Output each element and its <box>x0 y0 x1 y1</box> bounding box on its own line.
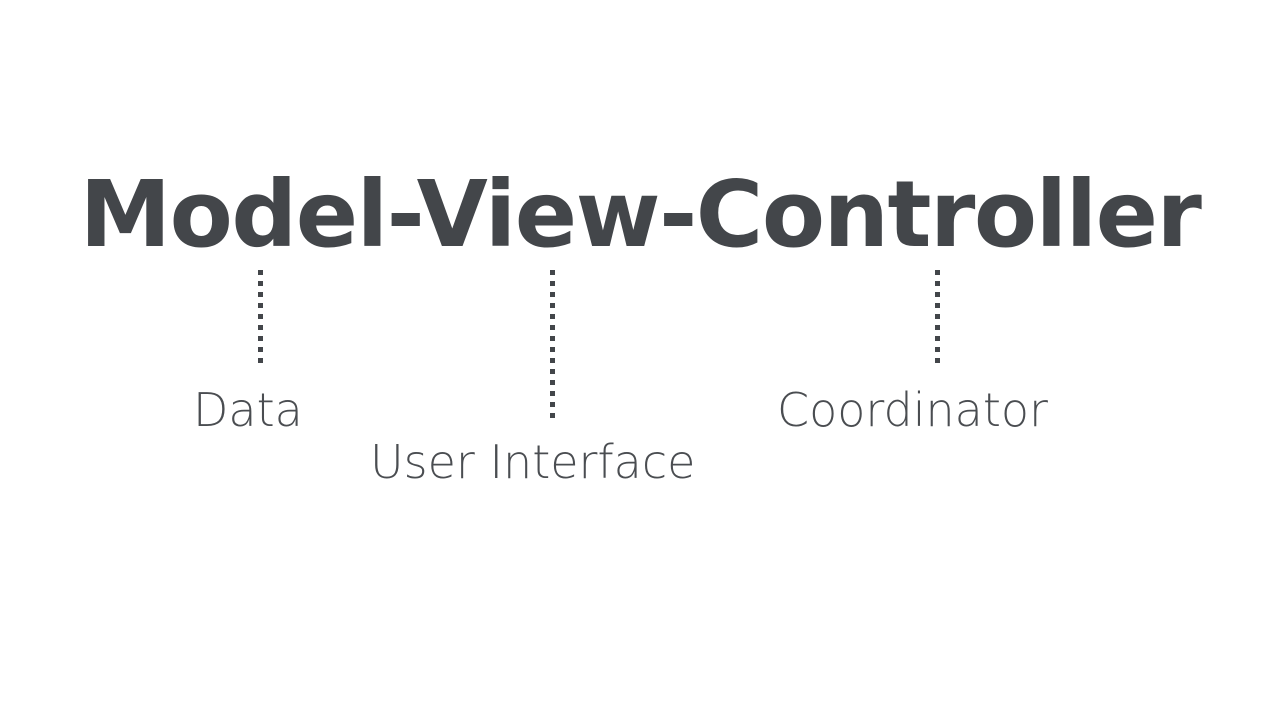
page-title: Model-View-Controller <box>79 161 1202 268</box>
connector-line-view <box>550 270 555 420</box>
label-view-user-interface: User Interface <box>370 435 696 489</box>
connector-line-model <box>258 270 263 367</box>
connector-line-controller <box>935 270 940 364</box>
label-model-data: Data <box>193 383 303 437</box>
label-controller-coordinator: Coordinator <box>777 383 1048 437</box>
